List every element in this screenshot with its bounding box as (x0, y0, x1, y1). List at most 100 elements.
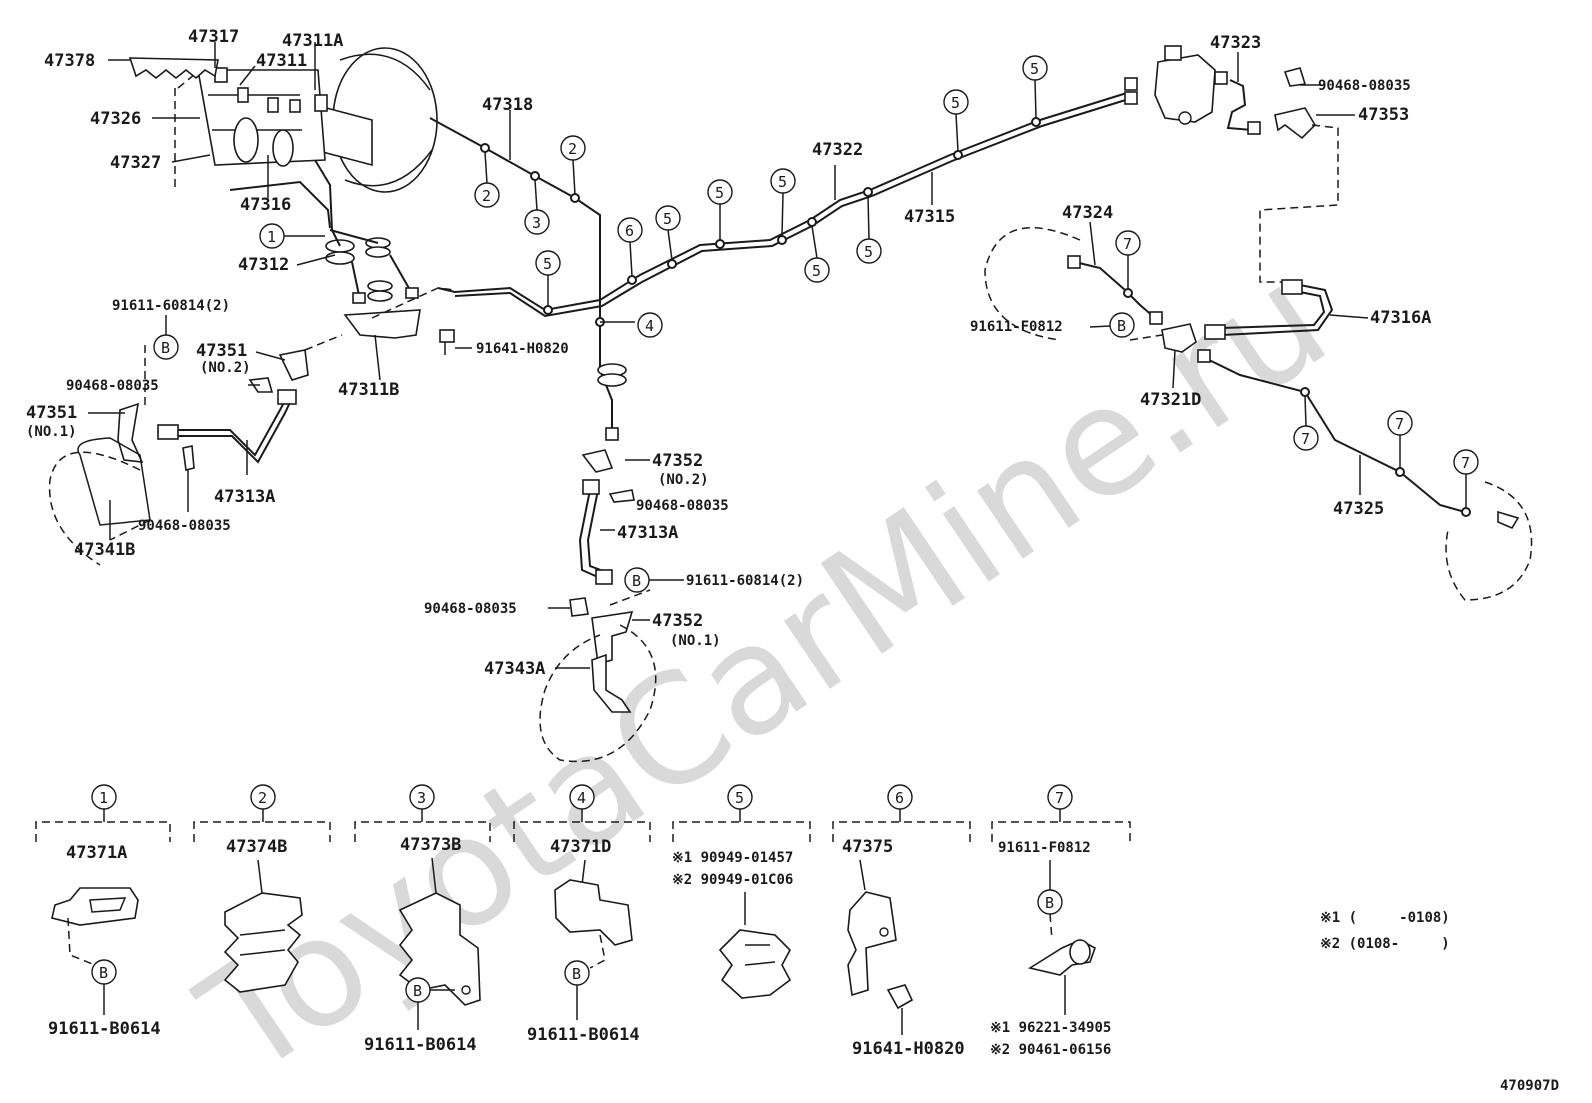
callout-5d: 5 (770, 168, 796, 237)
label-no1-b: (NO.1) (670, 633, 721, 649)
legend-code-5b: ※2 90949-01C06 (672, 872, 793, 888)
svg-text:B: B (1117, 317, 1126, 335)
svg-text:B: B (161, 339, 170, 357)
legend-item-6: 6 47375 91641-H0820 (842, 784, 965, 1059)
front-left-hose (48, 345, 309, 566)
rear-hose-47316A (1129, 279, 1334, 353)
callout-7a: 7 (1115, 230, 1141, 289)
legend-fastener-6: 91641-H0820 (852, 1039, 965, 1059)
callout-4: 4 (637, 312, 663, 338)
callout-5c: 5 (707, 179, 733, 240)
svg-text:B: B (1045, 894, 1054, 912)
part-90468-08035-l1: 90468-08035 (66, 378, 159, 394)
part-47313A-left: 47313A (214, 487, 275, 507)
legend-item-4: 4 47371D B 91611-B0614 (527, 784, 640, 1045)
callout-7b: 7 (1293, 395, 1319, 451)
callout-3: 3 (524, 179, 550, 235)
callout-7d: 7 (1453, 449, 1479, 508)
part-91641-H0820-a: 91641-H0820 (476, 341, 569, 357)
label-no2-b: (NO.2) (658, 472, 709, 488)
part-47322: 47322 (812, 140, 863, 160)
svg-text:6: 6 (895, 789, 904, 807)
part-47311: 47311 (256, 51, 307, 71)
legend: 1 47371A B 91611-B0614 2 47374B 3 47373B (35, 784, 1131, 1059)
part-47351-no2: 47351 (196, 341, 247, 361)
part-47353: 47353 (1358, 105, 1409, 125)
coil-47312 (325, 229, 419, 304)
callout-5h: 5 (1022, 55, 1048, 119)
part-90468-08035-c2: 90468-08035 (424, 601, 517, 617)
svg-text:4: 4 (577, 789, 586, 807)
part-47352-no1: 47352 (652, 611, 703, 631)
svg-text:4: 4 (645, 317, 654, 335)
legend-part-47371D: 47371D (550, 837, 611, 857)
coil-center (597, 363, 627, 441)
svg-text:7: 7 (1301, 430, 1310, 448)
part-47316: 47316 (240, 195, 291, 215)
svg-text:B: B (413, 982, 422, 1000)
svg-text:5: 5 (735, 789, 744, 807)
part-90468-08035-c1: 90468-08035 (636, 498, 729, 514)
part-47312: 47312 (238, 255, 289, 275)
leader-lines (88, 42, 1369, 669)
legend-item-3: 3 47373B B 91611-B0614 (364, 784, 481, 1055)
svg-text:3: 3 (532, 214, 541, 232)
svg-text:7: 7 (1461, 454, 1470, 472)
part-labels: 47378 47317 47311A 47311 47326 47327 473… (26, 27, 1431, 679)
legend-fastener-4: 91611-B0614 (527, 1025, 640, 1045)
part-47352-no2: 47352 (652, 451, 703, 471)
callout-5a: 5 (535, 250, 561, 306)
part-91611-60814-b: 91611-60814(2) (686, 573, 804, 589)
part-47343A: 47343A (484, 659, 545, 679)
legend-part-47373B: 47373B (400, 835, 461, 855)
master-cylinder (174, 67, 328, 190)
callout-5f: 5 (856, 195, 882, 264)
svg-text:B: B (632, 572, 641, 590)
part-47311B: 47311B (338, 380, 399, 400)
svg-text:6: 6 (625, 222, 634, 240)
part-47341B: 47341B (74, 540, 135, 560)
svg-text:5: 5 (812, 262, 821, 280)
part-47378: 47378 (44, 51, 95, 71)
part-47317: 47317 (188, 27, 239, 47)
svg-text:5: 5 (663, 210, 672, 228)
legend-item-7: 7 91611-F0812 B ※1 96221-34905 ※2 90461-… (990, 784, 1111, 1058)
callout-7c: 7 (1387, 410, 1413, 468)
svg-text:2: 2 (258, 789, 267, 807)
tube-47316 (229, 180, 331, 229)
svg-text:5: 5 (715, 184, 724, 202)
tube-47318 (429, 117, 613, 430)
tube-47325 (1197, 349, 1533, 601)
callout-B2: B (1089, 312, 1135, 338)
callouts: 1 2 3 2 4 5 6 5 5 5 5 5 5 5 7 7 7 7 B B … (153, 55, 1479, 593)
legend-code-7b: ※2 90461-06156 (990, 1042, 1111, 1058)
svg-text:7: 7 (1123, 235, 1132, 253)
part-47311A: 47311A (282, 31, 343, 51)
callout-2a: 2 (474, 151, 500, 208)
svg-text:5: 5 (951, 94, 960, 112)
hose-clip-47378 (128, 57, 219, 80)
svg-text:2: 2 (568, 140, 577, 158)
legend-code-5a: ※1 90949-01457 (672, 850, 793, 866)
callout-5b: 5 (655, 205, 681, 261)
label-no2-a: (NO.2) (200, 360, 251, 376)
part-47325: 47325 (1333, 499, 1384, 519)
svg-text:5: 5 (1030, 60, 1039, 78)
svg-text:B: B (572, 965, 581, 983)
svg-text:1: 1 (267, 228, 276, 246)
svg-text:3: 3 (417, 789, 426, 807)
callout-1: 1 (259, 223, 325, 249)
part-47321D: 47321D (1140, 390, 1201, 410)
proportioning-valve (1154, 45, 1339, 283)
part-90468-08035-l2: 90468-08035 (138, 518, 231, 534)
part-47315: 47315 (904, 207, 955, 227)
part-47326: 47326 (90, 109, 141, 129)
svg-text:B: B (99, 964, 108, 982)
legend-item-2: 2 47374B (223, 784, 303, 993)
legend-item-5: 5 ※1 90949-01457 ※2 90949-01C06 (672, 784, 793, 999)
part-47327: 47327 (110, 153, 161, 173)
diagram-code: 470907D (1500, 1078, 1559, 1094)
part-47323: 47323 (1210, 33, 1261, 53)
